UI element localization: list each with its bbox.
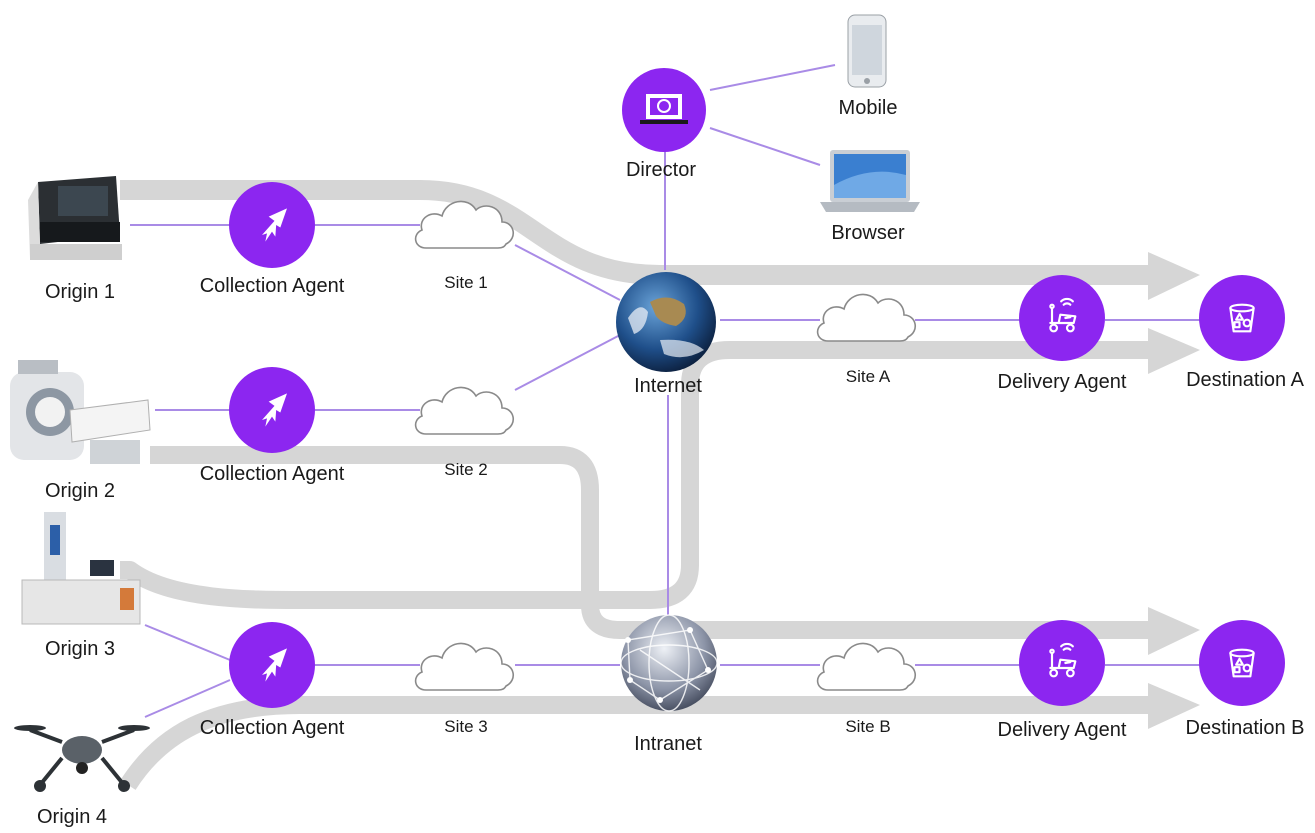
sequencer-icon (28, 176, 122, 260)
director: Director (622, 68, 706, 181)
laptop-icon (640, 94, 688, 124)
globe-icon (616, 272, 716, 372)
origin-3: Origin 3 (21, 512, 141, 660)
site-2: Site 2 (414, 386, 515, 479)
flow-bands (120, 180, 1200, 790)
site-b-label: Site B (845, 717, 890, 736)
flow-band-origin1 (120, 180, 1150, 285)
site-3: Site 3 (414, 642, 515, 736)
collection-agent-3: Collection Agent (200, 622, 345, 739)
browser-label: Browser (831, 222, 905, 244)
site-1: Site 1 (414, 200, 515, 292)
collection-agent-1-label: Collection Agent (200, 275, 345, 297)
delivery-agent-b: Delivery Agent (998, 620, 1127, 741)
collection-agent-2: Collection Agent (200, 367, 345, 485)
collection-agent-1: Collection Agent (200, 182, 345, 297)
flow-band-origin2 (150, 446, 1150, 639)
origin-4: Origin 4 (14, 725, 150, 828)
flow-arrow-destination-b-top (1148, 607, 1200, 655)
collection-agent-3-label: Collection Agent (200, 717, 345, 739)
origin-4-label: Origin 4 (37, 806, 107, 828)
mobile-label: Mobile (839, 97, 898, 119)
site-2-label: Site 2 (444, 460, 487, 479)
microscope-icon (21, 512, 141, 625)
mri-scanner-icon (10, 360, 151, 464)
browser: Browser (820, 150, 920, 244)
director-label: Director (626, 159, 696, 181)
site-b: Site B (816, 642, 917, 736)
site-3-label: Site 3 (444, 717, 487, 736)
flow-band-origin3 (120, 341, 1150, 609)
origin-3-label: Origin 3 (45, 638, 115, 660)
intranet: Intranet (620, 614, 718, 755)
destination-a-label: Destination A (1186, 369, 1305, 391)
destination-b-label: Destination B (1186, 717, 1305, 739)
destination-b: Destination B (1186, 620, 1305, 739)
origin-1-label: Origin 1 (45, 281, 115, 303)
origin-1: Origin 1 (28, 176, 122, 303)
cloud-icon (414, 642, 515, 691)
network-globe-icon (620, 614, 718, 712)
cloud-icon (414, 386, 515, 435)
drone-icon (14, 725, 150, 792)
smartphone-icon (847, 14, 887, 88)
destination-a: Destination A (1186, 275, 1305, 391)
flow-arrow-destination-a-top (1148, 252, 1200, 300)
delivery-agent-a: Delivery Agent (998, 275, 1127, 393)
site-1-label: Site 1 (444, 273, 487, 292)
origin-2: Origin 2 (10, 360, 151, 502)
cloud-icon (816, 293, 917, 342)
site-a-label: Site A (846, 367, 891, 386)
delivery-agent-b-label: Delivery Agent (998, 719, 1127, 741)
origin-2-label: Origin 2 (45, 480, 115, 502)
flow-arrow-destination-b-bottom (1148, 683, 1200, 729)
laptop-browser-icon (820, 150, 920, 212)
site-a: Site A (816, 293, 917, 386)
internet: Internet (616, 272, 716, 397)
delivery-agent-a-label: Delivery Agent (998, 371, 1127, 393)
cloud-icon (816, 642, 917, 691)
mobile: Mobile (839, 14, 898, 119)
collection-agent-2-label: Collection Agent (200, 463, 345, 485)
flow-arrow-destination-a-bottom (1148, 328, 1200, 374)
intranet-label: Intranet (634, 733, 702, 755)
connection-lines (130, 64, 1205, 718)
internet-label: Internet (634, 375, 702, 397)
